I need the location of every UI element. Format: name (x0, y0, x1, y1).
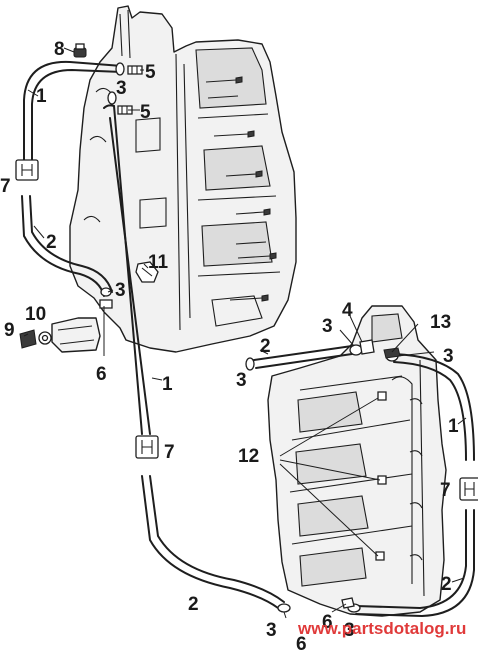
callout-13: 13 (430, 312, 451, 333)
callout-8: 8 (54, 39, 65, 60)
callout-5-middle: 5 (140, 102, 151, 123)
connector-7-center (135, 435, 159, 459)
callout-12: 12 (238, 446, 259, 467)
leader-lines (23, 47, 467, 619)
plug-9 (19, 329, 37, 349)
nipple-4 (359, 339, 375, 355)
callout-1-upper: 1 (36, 86, 47, 107)
callout-7-center: 7 (164, 442, 175, 463)
clamp-3-top (107, 62, 125, 105)
callout-6-bottom-right: 6 (322, 612, 333, 633)
callout-1-center: 1 (162, 374, 173, 395)
connector-7-left (15, 159, 39, 181)
engine-block-upper (51, 5, 297, 353)
hoses (21, 60, 475, 618)
callout-10: 10 (25, 304, 46, 325)
callout-1-right: 1 (448, 416, 459, 437)
callouts: 8 1 5 3 5 7 2 11 3 10 9 6 1 7 2 2 3 3 4 … (0, 39, 459, 655)
callout-7-right: 7 (440, 480, 451, 501)
fitting-8 (73, 43, 87, 58)
washer-10 (38, 331, 52, 345)
fitting-5-middle (117, 105, 133, 115)
callout-6-bottom-left: 6 (296, 634, 307, 655)
callout-3-left: 3 (115, 280, 126, 301)
callout-2-left: 2 (46, 232, 57, 253)
watermark-text: www.partsdotalog.ru (297, 619, 466, 638)
engine-block-lower (267, 305, 447, 617)
callout-3-manifold-left: 3 (236, 370, 247, 391)
callout-3-manifold-top: 3 (322, 316, 333, 337)
clamps-bottom (277, 597, 361, 613)
callout-2-right: 2 (441, 574, 452, 595)
callout-2-bottom: 2 (188, 594, 199, 615)
callout-7-left: 7 (0, 176, 11, 197)
clamp-3-left (99, 287, 113, 309)
connector-7-right (459, 477, 478, 501)
callout-3-manifold-right: 3 (443, 346, 454, 367)
callout-4: 4 (342, 300, 353, 321)
callout-9: 9 (4, 320, 15, 341)
callout-3-bottom-right: 3 (344, 620, 355, 641)
callout-3-top: 3 (116, 78, 127, 99)
callout-2-manifold: 2 (260, 336, 271, 357)
callout-6-left: 6 (96, 364, 107, 385)
fitting-5-top (127, 65, 143, 75)
callout-5-top: 5 (145, 62, 156, 83)
fitting-13 (383, 347, 401, 359)
callout-3-bottom-left: 3 (266, 620, 277, 641)
fittings-12 (375, 391, 387, 561)
callout-11: 11 (148, 252, 169, 273)
elbow-11 (135, 261, 159, 283)
